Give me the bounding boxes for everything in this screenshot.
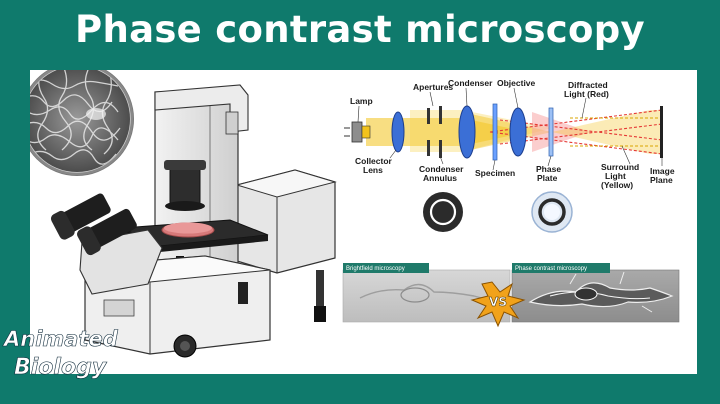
label-surround-yellow: (Yellow)	[601, 180, 633, 190]
content-panel: Lamp Apertures Condenser Objective Diffr…	[30, 70, 697, 374]
label-image-plane: Plane	[650, 175, 673, 185]
page-title: Phase contrast microscopy	[75, 8, 645, 51]
label-plate: Plate	[537, 173, 558, 183]
label-image: Image	[650, 166, 675, 176]
optical-path-diagram: Lamp Apertures Condenser Objective Diffr…	[344, 78, 675, 233]
label-diffracted: Diffracted	[568, 80, 608, 90]
phase-contrast-image: Phase contrast microscopy	[511, 263, 680, 323]
illustration-canvas: Lamp Apertures Condenser Objective Diffr…	[30, 70, 680, 358]
condenser-lens-icon	[458, 105, 476, 159]
cell-culture-magnifier	[30, 70, 134, 176]
label-annulus: Annulus	[423, 173, 457, 183]
animated-biology-logo: Animated Biology	[2, 327, 119, 381]
label-surround: Surround	[601, 162, 639, 172]
logo-line-1: Animated	[2, 327, 119, 351]
inverted-microscope-illustration	[50, 84, 337, 358]
label-phase: Phase	[536, 164, 561, 174]
label-apertures: Apertures	[413, 82, 453, 92]
label-diffracted-red: Light (Red)	[564, 89, 609, 99]
specimen-slide-icon	[492, 103, 498, 161]
label-collector: Collector	[355, 156, 393, 166]
label-lamp: Lamp	[350, 96, 373, 106]
phase-plate-disc	[531, 191, 573, 233]
label-collector-lens: Lens	[363, 165, 383, 175]
aperture-icons	[427, 106, 442, 158]
collector-lens-icon	[391, 111, 405, 153]
label-condenser-annulus: Condenser	[419, 164, 464, 174]
condenser-annulus-disc	[423, 192, 463, 232]
label-specimen: Specimen	[475, 168, 515, 178]
logo-line-2: Biology	[14, 355, 108, 380]
illumination-cone	[410, 110, 552, 152]
phase-plate-icon	[548, 107, 554, 157]
lamp-icon	[344, 121, 371, 143]
phase-contrast-label: Phase contrast microscopy	[515, 266, 587, 272]
label-surround-light: Light	[605, 171, 626, 181]
objective-lens-icon	[509, 107, 527, 157]
vs-text: VS	[489, 295, 507, 309]
label-condenser: Condenser	[448, 78, 493, 88]
diffracted-light-rays	[489, 109, 663, 155]
image-plane-icon	[660, 106, 663, 158]
brightfield-label: Brightfield microscopy	[346, 266, 405, 272]
vs-badge: VS	[470, 281, 526, 328]
label-objective: Objective	[497, 78, 536, 88]
